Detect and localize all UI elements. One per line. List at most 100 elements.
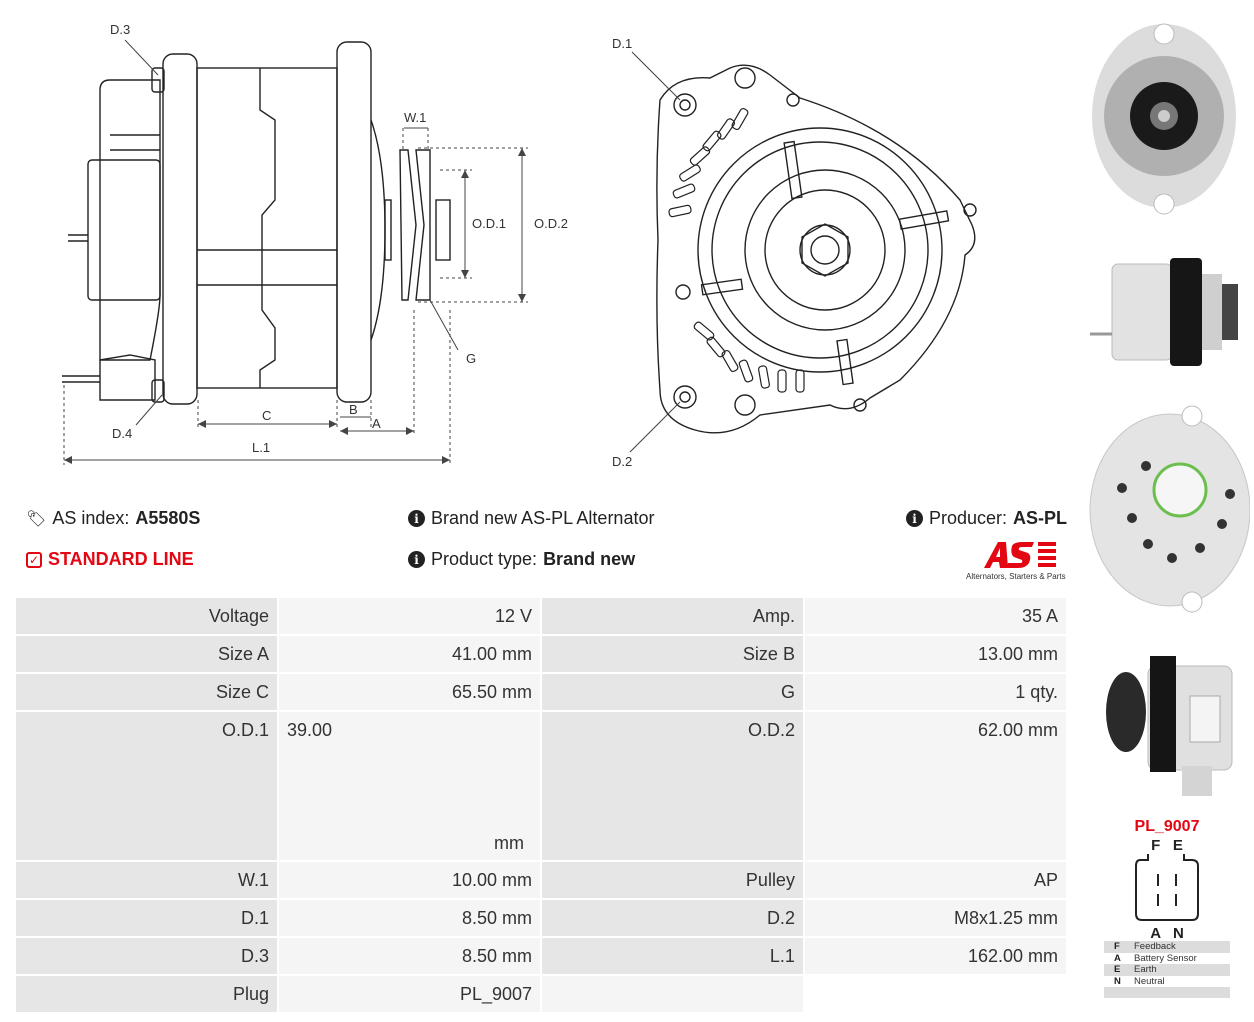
amp-label: Amp. (542, 598, 803, 634)
legend-value: Battery Sensor (1134, 952, 1197, 964)
od1-unit: mm (494, 833, 525, 853)
label-l1: L.1 (252, 440, 270, 455)
label-w1: W.1 (404, 110, 426, 125)
product-type-label: Product type: (431, 549, 538, 569)
od1-label: O.D.1 (16, 712, 277, 860)
info-icon: i (408, 510, 425, 527)
product-photo-side[interactable] (1082, 224, 1250, 394)
voltage-label: Voltage (16, 598, 277, 634)
size-b-label: Size B (542, 636, 803, 672)
legend-row: A Battery Sensor (1104, 953, 1230, 965)
label-d2: D.2 (612, 454, 632, 469)
label-b: B (349, 402, 358, 417)
checkbox-icon: ✓ (26, 551, 42, 568)
legend-key: E (1114, 964, 1121, 976)
label-d4: D.4 (112, 426, 132, 441)
table-row: W.1 10.00 mm Pulley AP (16, 862, 1066, 898)
legend-value: Feedback (1134, 941, 1176, 953)
label-d1: D.1 (612, 36, 632, 51)
label-od2: O.D.2 (534, 216, 568, 231)
brand-info: i Brand new AS-PL Alternator (408, 508, 654, 529)
legend-key: N (1114, 975, 1121, 987)
side-view-drawing: D.3 D.4 W.1 O.D.1 O.D.2 G B C A L.1 (62, 22, 568, 465)
as-index-value: A5580S (135, 508, 201, 528)
size-b-value: 13.00 mm (804, 636, 1066, 672)
producer-label: Producer: (929, 508, 1008, 528)
d2-label: D.2 (542, 900, 803, 936)
label-od1: O.D.1 (472, 216, 506, 231)
table-row: Plug PL_9007 (16, 976, 1066, 1012)
plug-legend: F Feedback A Battery Sensor E Earth N Neutra… (1104, 941, 1230, 998)
d1-value: 8.50 mm (278, 900, 541, 936)
brand-text: Brand new AS-PL Alternator (431, 508, 655, 528)
plug-label: Plug (16, 976, 277, 1012)
standard-line-label: STANDARD LINE (48, 549, 194, 569)
table-row: D.3 8.50 mm L.1 162.00 mm (16, 938, 1066, 974)
table-row: Voltage 12 V Amp. 35 A (16, 598, 1066, 634)
rear-housing (99, 79, 161, 361)
table-row: Size C 65.50 mm G 1 qty. (16, 674, 1066, 710)
legend-row: E Earth (1104, 964, 1230, 976)
table-row: D.1 8.50 mm D.2 M8x1.25 mm (16, 900, 1066, 936)
w1-label: W.1 (16, 862, 277, 898)
voltage-value: 12 V (278, 598, 541, 634)
w1-value: 10.00 mm (278, 862, 541, 898)
legend-row: N Neutral (1104, 976, 1230, 988)
label-c: C (262, 408, 271, 423)
g-value: 1 qty. (804, 674, 1066, 710)
legend-row (1104, 987, 1230, 998)
l1-label: L.1 (542, 938, 803, 974)
od2-label: O.D.2 (542, 712, 803, 860)
legend-value: Earth (1134, 964, 1157, 976)
pulley-value: AP (804, 862, 1066, 898)
label-a: A (372, 416, 381, 431)
d1-label: D.1 (16, 900, 277, 936)
legend-key: A (1114, 952, 1121, 964)
d3-value: 8.50 mm (278, 938, 541, 974)
empty-cell (804, 976, 1066, 1012)
front-view-drawing: D.1 D.2 (612, 36, 977, 469)
standard-line-badge: ✓ STANDARD LINE (26, 549, 194, 570)
product-type-info: i Product type: Brand new (408, 549, 635, 570)
od2-value: 62.00 mm (804, 712, 1066, 860)
tags-icon: 🏷 (26, 510, 47, 528)
empty-cell (542, 976, 803, 1012)
l1-value: 162.00 mm (804, 938, 1066, 974)
legend-row: F Feedback (1104, 941, 1230, 953)
od1-value-cell: 39.00 mm (278, 712, 541, 860)
size-a-label: Size A (16, 636, 277, 672)
product-photo-front[interactable] (1082, 8, 1250, 222)
label-d3: D.3 (110, 22, 130, 37)
as-index: 🏷 AS index: A5580S (26, 508, 200, 529)
plug-title: PL_9007 (1134, 818, 1200, 835)
product-photo-rear[interactable] (1082, 398, 1250, 624)
plug-top-pins: F E (1151, 837, 1183, 854)
legend-key: F (1114, 941, 1120, 953)
producer-info: i Producer: AS-PL (906, 508, 1067, 529)
size-c-value: 65.50 mm (278, 674, 541, 710)
plug-value[interactable]: PL_9007 (278, 976, 541, 1012)
amp-value: 35 A (804, 598, 1066, 634)
table-row: Size A 41.00 mm Size B 13.00 mm (16, 636, 1066, 672)
product-type-value: Brand new (543, 549, 636, 569)
g-label: G (542, 674, 803, 710)
logo-tagline: Alternators, Starters & Parts (966, 572, 1066, 581)
as-logo (984, 542, 1056, 568)
plug-bottom-pins: A N (1150, 925, 1184, 942)
info-icon: i (408, 551, 425, 568)
size-c-label: Size C (16, 674, 277, 710)
producer-value: AS-PL (1013, 508, 1068, 528)
plug-diagram: F E A N (1135, 837, 1199, 942)
table-row: O.D.1 39.00 mm O.D.2 62.00 mm (16, 712, 1066, 860)
size-a-value: 41.00 mm (278, 636, 541, 672)
pulley-label: Pulley (542, 862, 803, 898)
spec-table: Voltage 12 V Amp. 35 A Size A 41.00 mm S… (14, 596, 1068, 1014)
legend-value: Neutral (1134, 975, 1165, 987)
od1-value: 39.00 (286, 720, 333, 740)
product-photo-angle[interactable] (1082, 626, 1250, 802)
label-g: G (466, 351, 476, 366)
d3-label: D.3 (16, 938, 277, 974)
as-index-label: AS index: (52, 508, 130, 528)
d2-value: M8x1.25 mm (804, 900, 1066, 936)
info-icon: i (906, 510, 923, 527)
